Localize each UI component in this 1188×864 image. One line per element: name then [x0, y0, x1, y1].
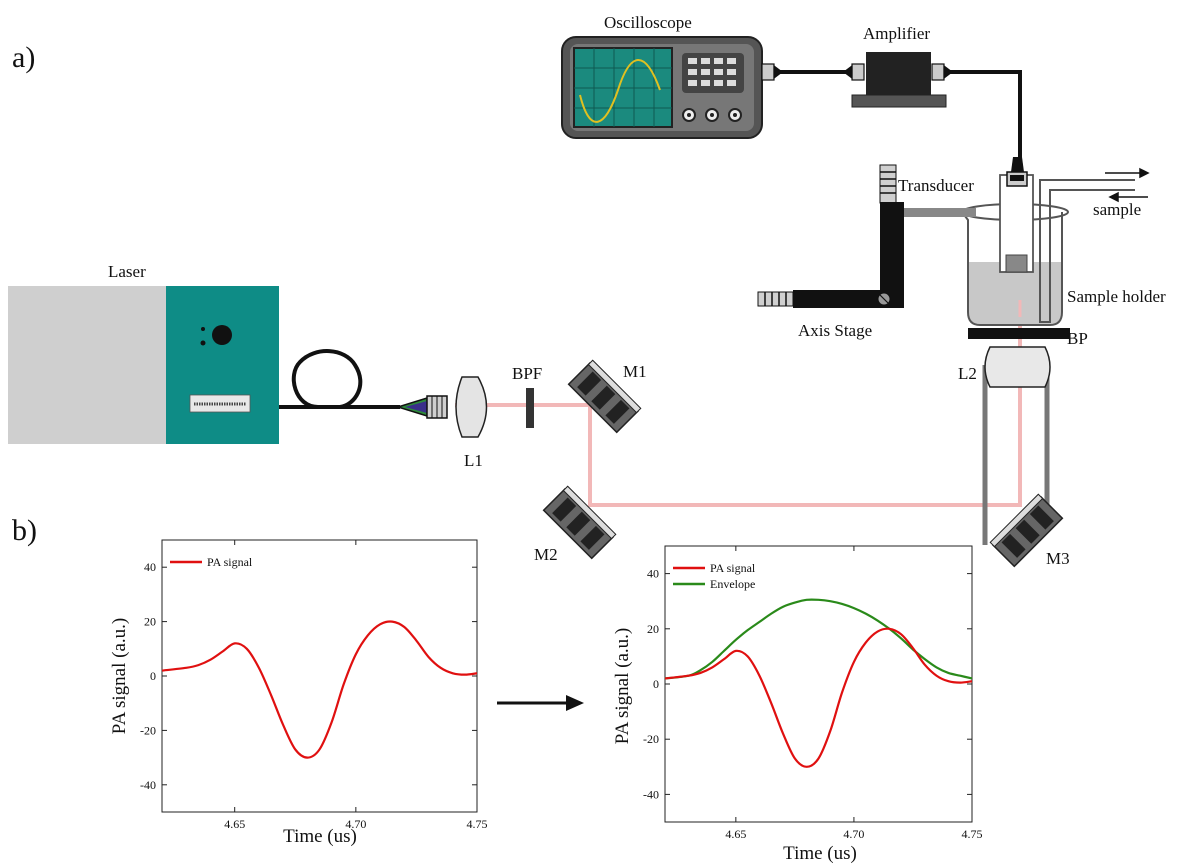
- mirror-m3-holder: [982, 365, 1050, 545]
- laser-front-panel: [166, 286, 279, 444]
- legend-label: PA signal: [207, 555, 253, 569]
- series-line-pa-signal: [161, 620, 478, 759]
- chart2-xlabel: Time (us): [783, 843, 857, 864]
- laser-label: Laser: [108, 262, 146, 281]
- mirror-m1-label: M1: [623, 362, 647, 381]
- panel-label-b: b): [12, 514, 37, 547]
- mirror-m3-label: M3: [1046, 549, 1070, 568]
- sample-holder-label: Sample holder: [1067, 287, 1166, 306]
- mirror-m3: [989, 493, 1064, 568]
- cable-connectors: [761, 63, 953, 81]
- y-tick-label: 40: [647, 567, 659, 581]
- chart2-ylabel: PA signal (a.u.): [612, 628, 633, 744]
- amplifier: [851, 52, 947, 108]
- x-tick-label: 4.75: [962, 827, 983, 841]
- sample-flow-arrows: [1105, 167, 1150, 203]
- lens-l2: [984, 346, 1051, 388]
- legend-label: Envelope: [710, 577, 755, 591]
- bp-label: BP: [1067, 329, 1088, 348]
- x-tick-label: 4.70: [345, 817, 366, 831]
- sample-tube: [1039, 179, 1135, 323]
- transform-arrow: [497, 695, 584, 711]
- oscilloscope-label: Oscilloscope: [604, 13, 692, 32]
- y-tick-label: -20: [643, 732, 659, 746]
- bpf-label: BPF: [512, 364, 542, 383]
- y-tick-label: -40: [643, 787, 659, 801]
- x-tick-label: 4.65: [224, 817, 245, 831]
- laser-knob-icon: [212, 325, 232, 345]
- chart-pa-signal: 4.65 4.70 4.75 -40 -20 0 20 40 PA signal Time (…: [109, 539, 488, 847]
- y-tick-label: 20: [647, 622, 659, 636]
- oscilloscope: [561, 36, 763, 139]
- x-tick-label: 4.70: [843, 827, 864, 841]
- series-line-pa-signal: [664, 627, 973, 768]
- chart1-ylabel: PA signal (a.u.): [109, 618, 130, 734]
- fiber-coil: [279, 349, 400, 409]
- lens-l1-label: L1: [464, 451, 483, 470]
- laser-indicator-icon: [201, 327, 205, 331]
- base-plate: [968, 328, 1070, 339]
- transducer-label: Transducer: [898, 176, 974, 195]
- laser-indicator-icon: [200, 340, 206, 346]
- bandpass-filter: [526, 388, 534, 428]
- fiber-connector: [395, 395, 448, 419]
- y-tick-label: 20: [144, 615, 156, 629]
- amplifier-label: Amplifier: [863, 24, 930, 43]
- sample-label: sample: [1093, 200, 1141, 219]
- y-tick-label: -40: [140, 778, 156, 792]
- lens-l2-label: L2: [958, 364, 977, 383]
- signal-cable: [770, 70, 1022, 158]
- laser-beam: [455, 315, 1022, 507]
- series-line-envelope: [664, 598, 973, 680]
- transducer: [999, 157, 1034, 273]
- y-tick-label: -20: [140, 723, 156, 737]
- mirror-m2: [542, 485, 617, 560]
- y-tick-label: 0: [653, 677, 659, 691]
- axis-stage-label: Axis Stage: [798, 321, 872, 340]
- y-tick-label: 0: [150, 669, 156, 683]
- chart-pa-envelope: 4.65 4.70 4.75 -40 -20 0 20 40 PA signalEnvelop…: [612, 545, 983, 864]
- mirror-m1: [567, 359, 642, 434]
- y-tick-label: 40: [144, 560, 156, 574]
- chart1-xlabel: Time (us): [283, 826, 357, 847]
- chart1-frame: [161, 539, 478, 813]
- x-tick-label: 4.65: [725, 827, 746, 841]
- x-tick-label: 4.75: [467, 817, 488, 831]
- axis-stage: [757, 164, 976, 308]
- laser-body: [8, 286, 168, 444]
- lens-l1: [455, 376, 488, 438]
- mirror-m2-label: M2: [534, 545, 558, 564]
- laser-unit: [8, 286, 279, 444]
- legend-label: PA signal: [710, 561, 756, 575]
- panel-label-a: a): [12, 41, 35, 74]
